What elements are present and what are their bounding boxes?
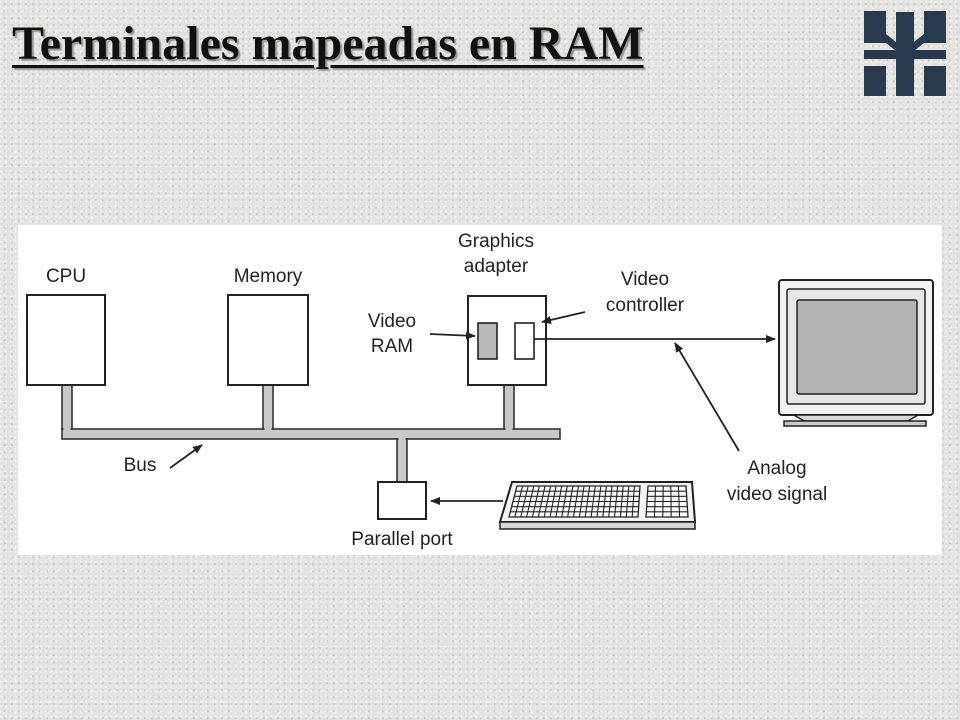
diagram-panel: CPU Memory Graphics adapter Video RAM Vi… xyxy=(18,225,942,555)
bus-arrow xyxy=(169,444,203,469)
bus-label: Bus xyxy=(124,455,157,476)
parallel-port-box xyxy=(377,481,427,520)
parallel-port-label: Parallel port xyxy=(351,529,453,550)
memory-label: Memory xyxy=(234,266,303,287)
video-ram-arrow xyxy=(429,331,476,340)
video-controller-label-line2: controller xyxy=(606,295,685,316)
video-ram-label-line1: Video xyxy=(368,311,416,332)
analog-signal-label-line2: video signal xyxy=(727,484,827,505)
system-bus xyxy=(61,384,561,483)
cpu-box xyxy=(26,294,106,386)
memory-box xyxy=(227,294,309,386)
video-controller-chip xyxy=(514,322,535,360)
slide-title: Terminales mapeadas en RAM xyxy=(12,17,644,70)
video-controller-label-line1: Video xyxy=(621,269,669,290)
video-ram-chip xyxy=(477,322,498,360)
graphics-adapter-label-line1: Graphics xyxy=(458,231,534,252)
video-ram-label-line2: RAM xyxy=(371,336,413,357)
university-emblem-icon xyxy=(864,11,946,96)
monitor-icon xyxy=(778,279,934,427)
cpu-label: CPU xyxy=(46,266,86,287)
analog-signal-label-line1: Analog xyxy=(747,458,806,479)
graphics-adapter-label-line2: adapter xyxy=(464,256,529,277)
keyboard-icon xyxy=(498,481,697,530)
video-controller-arrow xyxy=(541,311,586,324)
analog-signal-arrow xyxy=(674,342,740,452)
